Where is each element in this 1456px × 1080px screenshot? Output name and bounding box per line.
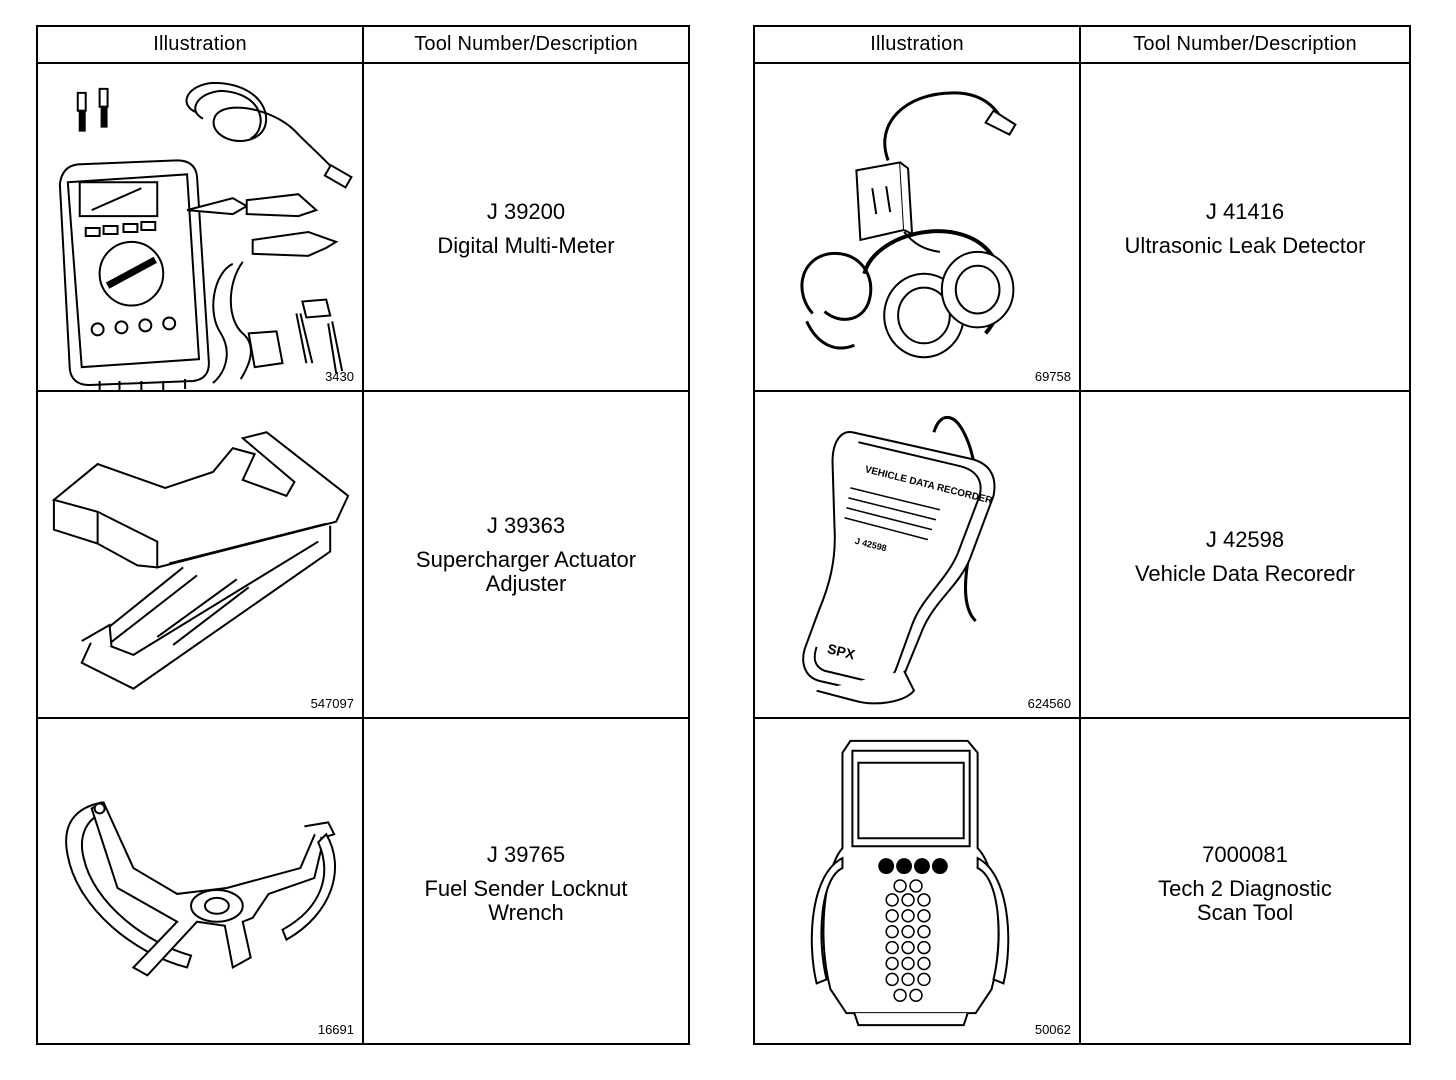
figure-number: 69758 bbox=[1034, 369, 1071, 384]
data-recorder-icon: VEHICLE DATA RECORDER J 42598 SPX bbox=[755, 392, 1079, 717]
table-row: 69758 J 41416 Ultrasonic Leak Detector bbox=[755, 64, 1409, 392]
header-illustration: Illustration bbox=[38, 27, 364, 62]
header-illustration: Illustration bbox=[755, 27, 1081, 62]
illustration-cell: 16691 bbox=[38, 719, 364, 1043]
tool-number: J 41416 bbox=[1205, 199, 1285, 224]
tool-number: 7000081 bbox=[1202, 842, 1288, 867]
figure-number: 50062 bbox=[1034, 1022, 1071, 1037]
tool-description-cell: J 39200 Digital Multi-Meter bbox=[364, 64, 688, 390]
actuator-adjuster-icon bbox=[38, 392, 362, 717]
device-brand: SPX bbox=[826, 640, 858, 662]
multimeter-icon bbox=[38, 64, 362, 390]
tool-description-cell: J 39765 Fuel Sender Locknut Wrench bbox=[364, 719, 688, 1043]
tool-name: Tech 2 Diagnostic Scan Tool bbox=[1158, 876, 1332, 925]
tool-description-cell: J 39363 Supercharger Actuator Adjuster bbox=[364, 392, 688, 717]
tool-name: Ultrasonic Leak Detector bbox=[1124, 233, 1366, 258]
table-header: Illustration Tool Number/Description bbox=[755, 27, 1409, 64]
illustration-cell: 50062 bbox=[755, 719, 1081, 1043]
figure-number: 547097 bbox=[310, 696, 354, 711]
tool-number: J 39765 bbox=[486, 842, 566, 867]
illustration-cell: 547097 bbox=[38, 392, 364, 717]
tool-name: Vehicle Data Recoredr bbox=[1134, 561, 1356, 586]
table-row: 50062 7000081 Tech 2 Diagnostic Scan Too… bbox=[755, 719, 1409, 1043]
header-tool-description: Tool Number/Description bbox=[1133, 33, 1357, 55]
tool-number: J 42598 bbox=[1205, 527, 1285, 552]
header-tool-description: Tool Number/Description bbox=[414, 33, 638, 55]
tool-number: J 39200 bbox=[486, 199, 566, 224]
tool-name: Supercharger Actuator Adjuster bbox=[415, 547, 637, 596]
locknut-wrench-icon bbox=[38, 719, 362, 1043]
tool-description-cell: 7000081 Tech 2 Diagnostic Scan Tool bbox=[1081, 719, 1409, 1043]
illustration-cell: 69758 bbox=[755, 64, 1081, 390]
table-row: 547097 J 39363 Supercharger Actuator Adj… bbox=[38, 392, 688, 719]
illustration-cell: 3430 bbox=[38, 64, 364, 390]
scan-tool-icon bbox=[755, 719, 1079, 1043]
illustration-cell: VEHICLE DATA RECORDER J 42598 SPX 624560 bbox=[755, 392, 1081, 717]
figure-number: 624560 bbox=[1027, 696, 1071, 711]
tool-table-right: Illustration Tool Number/Description 697… bbox=[753, 25, 1411, 1045]
table-row: VEHICLE DATA RECORDER J 42598 SPX 624560… bbox=[755, 392, 1409, 719]
tool-number: J 39363 bbox=[486, 513, 566, 538]
tool-description-cell: J 42598 Vehicle Data Recoredr bbox=[1081, 392, 1409, 717]
tool-table-left: Illustration Tool Number/Description bbox=[36, 25, 690, 1045]
tool-description-cell: J 41416 Ultrasonic Leak Detector bbox=[1081, 64, 1409, 390]
table-row: 16691 J 39765 Fuel Sender Locknut Wrench bbox=[38, 719, 688, 1043]
tool-name: Fuel Sender Locknut Wrench bbox=[424, 876, 628, 925]
figure-number: 3430 bbox=[325, 369, 354, 384]
tool-name: Digital Multi-Meter bbox=[437, 233, 615, 258]
table-header: Illustration Tool Number/Description bbox=[38, 27, 688, 64]
leak-detector-icon bbox=[755, 64, 1079, 390]
table-row: 3430 J 39200 Digital Multi-Meter bbox=[38, 64, 688, 392]
figure-number: 16691 bbox=[317, 1022, 354, 1037]
